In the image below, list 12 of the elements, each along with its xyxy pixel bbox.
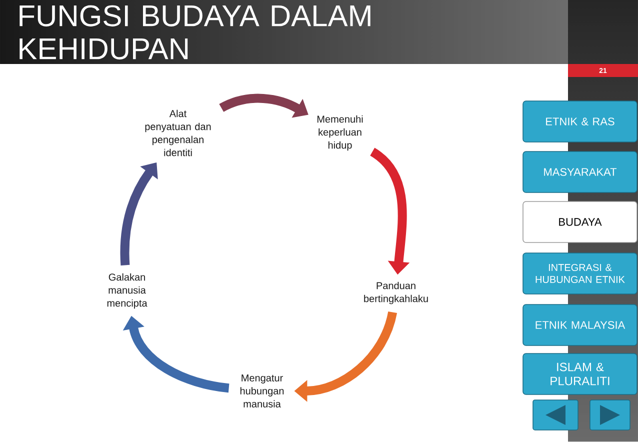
- step-text: Mengatur hubungan manusia: [240, 374, 284, 408]
- menu-button: ETNIK MALAYSIA: [522, 304, 638, 346]
- menu-button: INTEGRASI & HUBUNGAN ETNIK: [522, 252, 638, 294]
- step-text: Galakan manusia mencipta: [107, 273, 148, 309]
- menu-button: ETNIK & RAS: [522, 100, 638, 142]
- step-text: Memenuhi keperluan hidup: [317, 115, 363, 151]
- menu-button: MASYARAKAT: [522, 151, 638, 193]
- step-text: Panduan bertingkahlaku: [364, 282, 428, 304]
- step-text: Alat penyatuan dan pengenalan identiti: [145, 110, 211, 156]
- menu-button: ISLAM & PLURALITI: [522, 353, 638, 395]
- slide-title: FUNGSI BUDAYA DALAM KEHIDUPAN: [20, 5, 370, 60]
- selected-menu-button: BUDAYA: [522, 201, 638, 243]
